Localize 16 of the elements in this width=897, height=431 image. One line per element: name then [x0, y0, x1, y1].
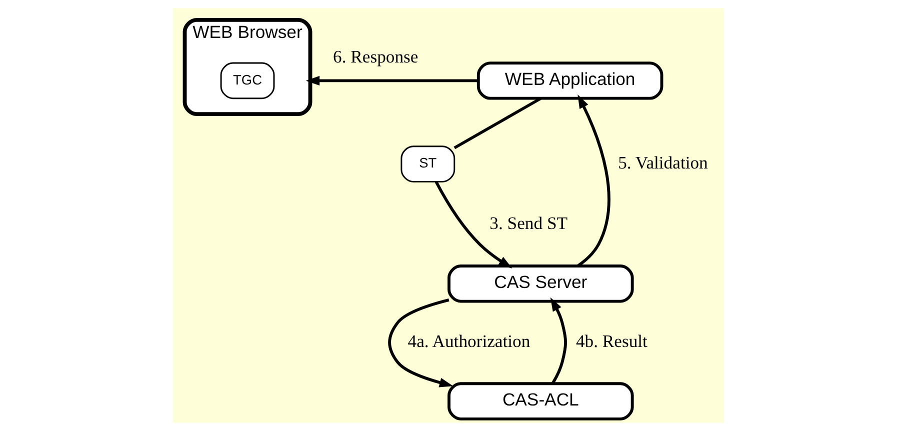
arrow [576, 94, 610, 268]
node-box: WEB Application [476, 62, 664, 100]
edge-label: 3. Send ST [490, 213, 568, 234]
arrow [550, 297, 568, 384]
arrow [434, 181, 512, 268]
node-box: CAS Server [448, 264, 634, 303]
edge-label: 4a. Authorization [408, 330, 530, 351]
edge-label: 6. Response [333, 46, 418, 66]
node-box: TGC [220, 62, 275, 100]
node-box: CAS-ACL [448, 382, 634, 420]
edge-label: 4b. Result [576, 330, 648, 351]
arrow [306, 76, 478, 86]
connector [454, 97, 542, 150]
arrow [388, 298, 454, 388]
edge-label: 5. Validation [618, 152, 708, 172]
node-box: ST [400, 146, 456, 182]
